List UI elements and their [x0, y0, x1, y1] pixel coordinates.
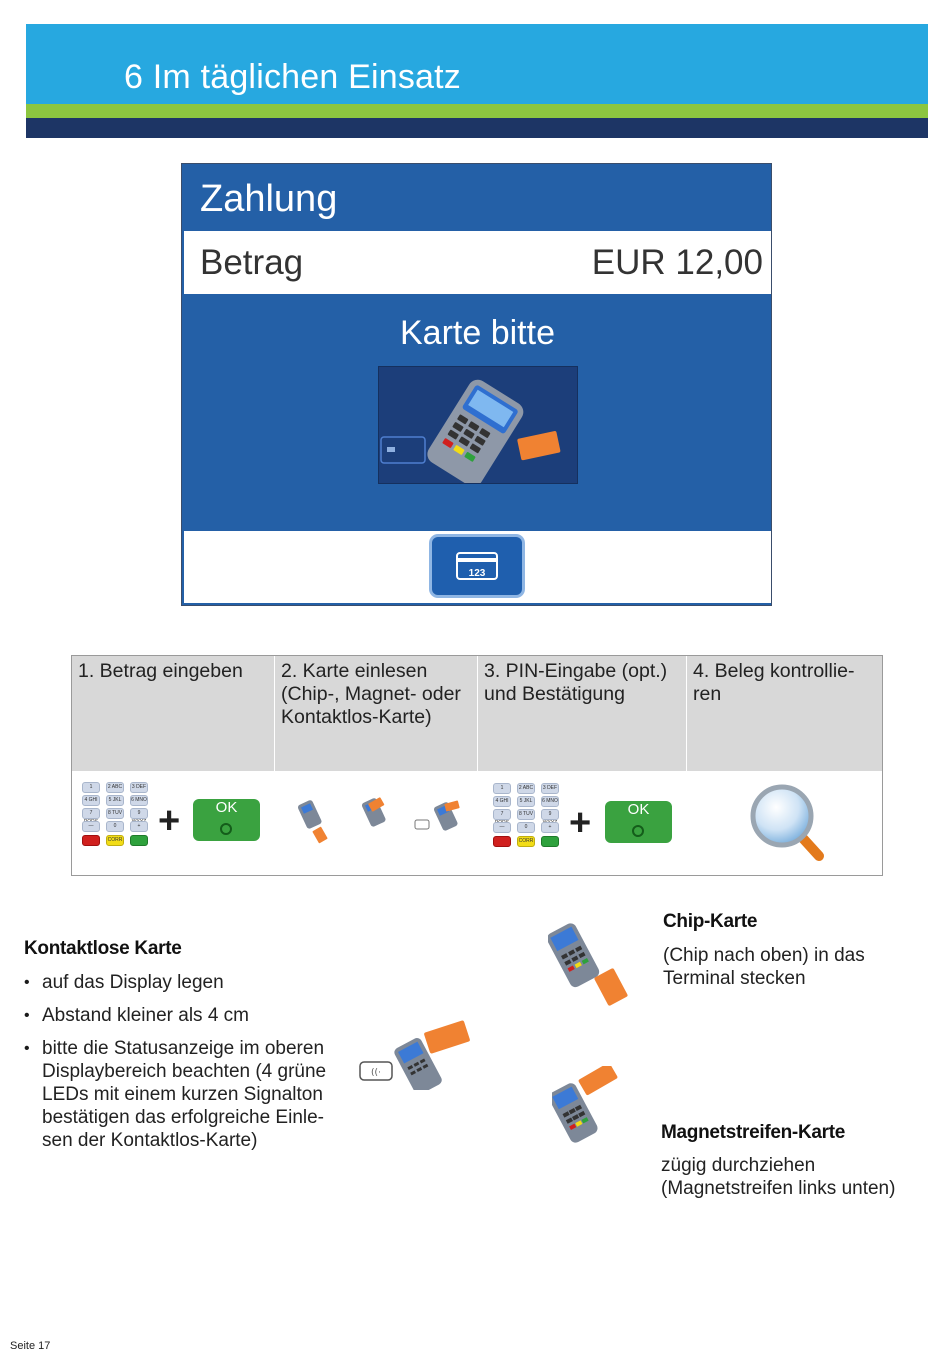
header-stripe-green: [26, 104, 928, 118]
steps-table: 1. Betrag eingeben 2. Karte einlesen (Ch…: [71, 655, 883, 876]
terminal-illustration: [378, 366, 578, 487]
screen-title: Zahlung: [200, 178, 338, 220]
terminal-screen: Zahlung Betrag EUR 12,00 Karte bitte: [181, 163, 772, 606]
bullet-icon: •: [24, 1040, 30, 1057]
ok-key-label: OK: [215, 799, 238, 816]
contactless-terminal-icon: ((·: [359, 1020, 470, 1090]
contactless-item: bitte die Statusanzeige im oberen Displa…: [42, 1038, 327, 1151]
chip-heading: Chip-Karte: [663, 911, 758, 932]
ok-key-label: OK: [627, 801, 650, 818]
ok-key-icon: OK: [193, 799, 260, 841]
magnifier-icon: [750, 784, 824, 861]
header-stripe-navy: [26, 118, 928, 138]
amount-value: EUR 12,00: [591, 243, 763, 282]
svg-text:((·: ((·: [371, 1068, 381, 1078]
magstripe-terminal-icon: [552, 1066, 618, 1143]
bullet-icon: •: [24, 974, 30, 991]
header-banner: [26, 24, 928, 104]
amount-label: Betrag: [200, 243, 304, 282]
step-2-label: 2. Karte einlesen (Chip-, Magnet- oder K…: [275, 656, 478, 771]
chip-text-line-2: Terminal stecken: [663, 968, 806, 989]
magstripe-text-line-1: zügig durchziehen: [661, 1155, 816, 1176]
step-4-label: 4. Beleg kontrollie-ren: [693, 660, 855, 705]
step-3-label: 3. PIN-Eingabe (opt.) und Bestätigung: [478, 656, 687, 771]
chapter-title: 6 Im täglichen Einsatz: [124, 58, 462, 96]
chip-card-terminal-icon: [548, 923, 628, 1006]
step-4-illustration: [687, 771, 882, 875]
step-2-illustration: [275, 771, 478, 875]
card-reader-icons: [297, 797, 460, 844]
contactless-item: auf das Display legen: [42, 972, 224, 993]
card-number-button[interactable]: 123: [432, 537, 522, 595]
plus-sign: +: [569, 802, 592, 844]
screen-softkey-area: 123: [184, 531, 771, 603]
card-number-button-label: 123: [469, 568, 486, 579]
card-prompt: Karte bitte: [400, 314, 555, 352]
magstripe-heading: Magnetstreifen-Karte: [661, 1122, 846, 1143]
plus-sign: +: [158, 800, 181, 842]
step-1-label: 1. Betrag eingeben: [72, 656, 275, 771]
bullet-icon: •: [24, 1007, 30, 1024]
ok-key-icon: OK: [605, 801, 672, 843]
magstripe-text-line-2: (Magnetstreifen links unten): [661, 1178, 896, 1199]
amount-row: Betrag EUR 12,00: [184, 231, 771, 294]
page-number: Seite 17: [10, 1340, 51, 1352]
contactless-item: Abstand kleiner als 4 cm: [42, 1005, 249, 1026]
contactless-heading: Kontaktlose Karte: [24, 938, 182, 959]
chip-text-line-1: (Chip nach oben) in das: [663, 945, 865, 966]
